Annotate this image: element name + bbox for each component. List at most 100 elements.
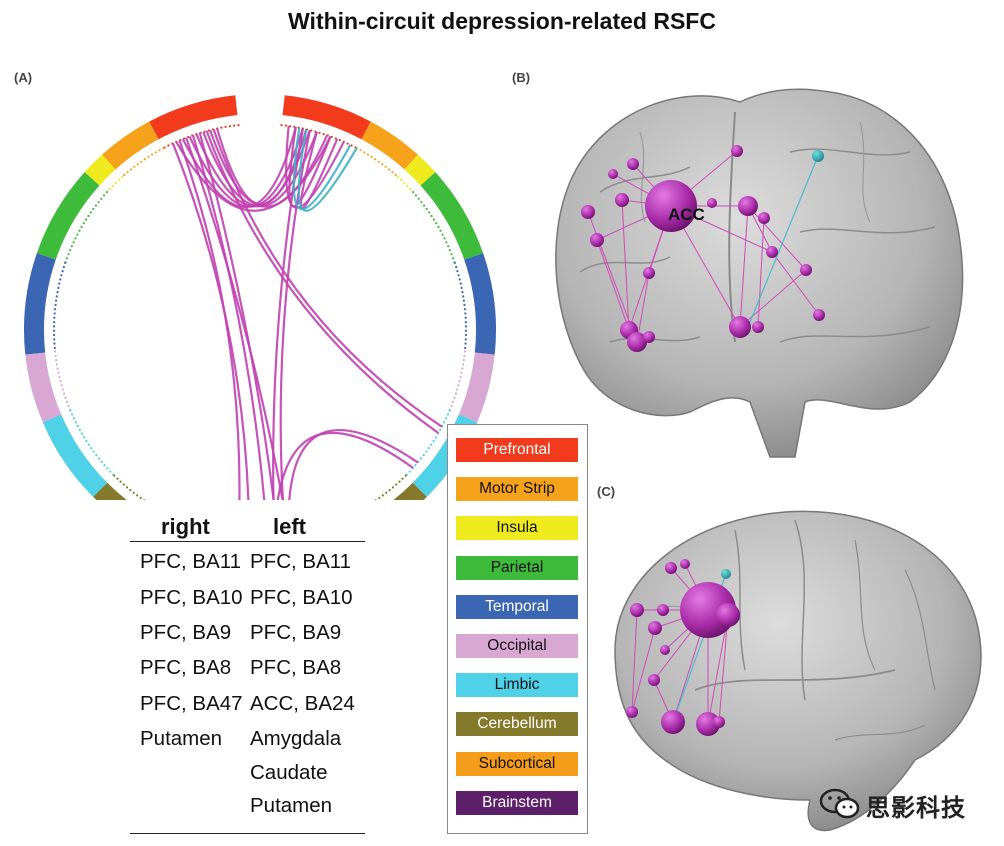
brain-edge: [718, 614, 729, 723]
node-dot: [136, 494, 139, 497]
brain-edge: [739, 205, 749, 328]
node-dot: [464, 325, 468, 328]
node-dot: [102, 194, 106, 197]
node-dot: [53, 308, 57, 311]
connection-link: [185, 137, 284, 500]
node-dot: [139, 496, 142, 500]
node-dot: [409, 187, 412, 191]
node-dot: [132, 491, 135, 494]
connection-link: [285, 125, 345, 209]
node-dot: [463, 308, 467, 311]
node-dot: [425, 450, 428, 453]
node-dot: [377, 160, 380, 163]
node-dot: [428, 211, 431, 214]
node-dot: [463, 354, 466, 357]
node-dot: [57, 371, 60, 374]
node-dot: [224, 125, 227, 128]
node-dot: [125, 486, 129, 489]
node-dot: [359, 149, 362, 152]
node-dot: [439, 229, 442, 232]
node-dot: [136, 163, 139, 166]
ring-segment: [464, 253, 496, 355]
brain-node: [752, 321, 764, 333]
node-dot: [453, 261, 456, 265]
acc-node-label: ACC: [668, 205, 705, 224]
table-cell-left: PFC, BA10: [250, 586, 353, 609]
node-dot: [59, 278, 62, 281]
ring-segment: [420, 172, 484, 260]
brain-edge: [631, 627, 656, 713]
node-dot: [83, 436, 86, 439]
node-dot: [437, 225, 440, 229]
node-dot: [162, 147, 165, 150]
node-dots: [52, 124, 468, 500]
node-dot: [90, 447, 93, 450]
node-dot: [462, 363, 465, 366]
node-dot: [74, 237, 77, 240]
node-dot: [451, 400, 455, 403]
node-dot: [346, 142, 349, 145]
node-dot: [71, 413, 74, 416]
brain-node: [643, 331, 655, 343]
brain-edge: [621, 199, 630, 331]
node-dot: [92, 450, 95, 453]
node-dot: [462, 358, 465, 362]
node-dot: [55, 299, 58, 302]
node-dot: [381, 163, 384, 166]
node-dot: [456, 388, 459, 391]
node-dot: [459, 375, 462, 379]
node-dot: [87, 214, 90, 218]
brain-node: [630, 603, 644, 617]
node-dot: [384, 165, 387, 168]
brain-node: [713, 716, 725, 728]
connection-link: [178, 140, 241, 500]
node-dot: [388, 488, 391, 492]
node-dot: [62, 392, 66, 395]
node-dot: [464, 342, 467, 345]
node-dot: [459, 282, 462, 285]
connection-link: [205, 130, 440, 434]
ring-segment: [393, 482, 427, 500]
ring-segment: [282, 95, 371, 140]
node-dot: [59, 380, 62, 383]
brain-node: [590, 233, 604, 247]
node-dot: [109, 470, 112, 473]
node-dot: [443, 237, 446, 240]
node-dot: [455, 265, 458, 269]
node-dot: [419, 457, 423, 460]
brain-node: [627, 158, 639, 170]
node-dot: [456, 270, 459, 273]
node-dot: [461, 367, 464, 370]
circular-connectogram: [24, 95, 496, 500]
node-dot: [391, 486, 395, 489]
brain-edge: [636, 272, 650, 343]
node-dot: [113, 474, 116, 477]
node-dot: [284, 124, 287, 127]
node-dot: [72, 241, 75, 244]
node-dot: [60, 274, 63, 277]
node-dot: [61, 270, 64, 273]
node-dot: [68, 249, 72, 252]
table-cell-left: Putamen: [250, 794, 333, 817]
node-dot: [62, 265, 65, 269]
node-dot: [76, 233, 79, 236]
node-dot: [53, 316, 56, 319]
node-dot: [65, 400, 69, 403]
node-dot: [399, 178, 403, 181]
node-dot: [363, 151, 366, 154]
connection-link: [175, 135, 332, 212]
node-dot: [100, 197, 103, 200]
node-dot: [57, 286, 60, 289]
table-cell-left: PFC, BA8: [250, 656, 342, 679]
node-dot: [233, 124, 236, 127]
brain-node: [738, 196, 758, 216]
bottom-rule: [130, 833, 365, 834]
connection-link: [276, 431, 414, 500]
node-dot: [70, 245, 73, 248]
legend-item-subcortical: Subcortical: [456, 751, 578, 776]
column-header-right: right: [161, 514, 210, 539]
node-dot: [378, 496, 381, 500]
node-dot: [447, 245, 450, 248]
